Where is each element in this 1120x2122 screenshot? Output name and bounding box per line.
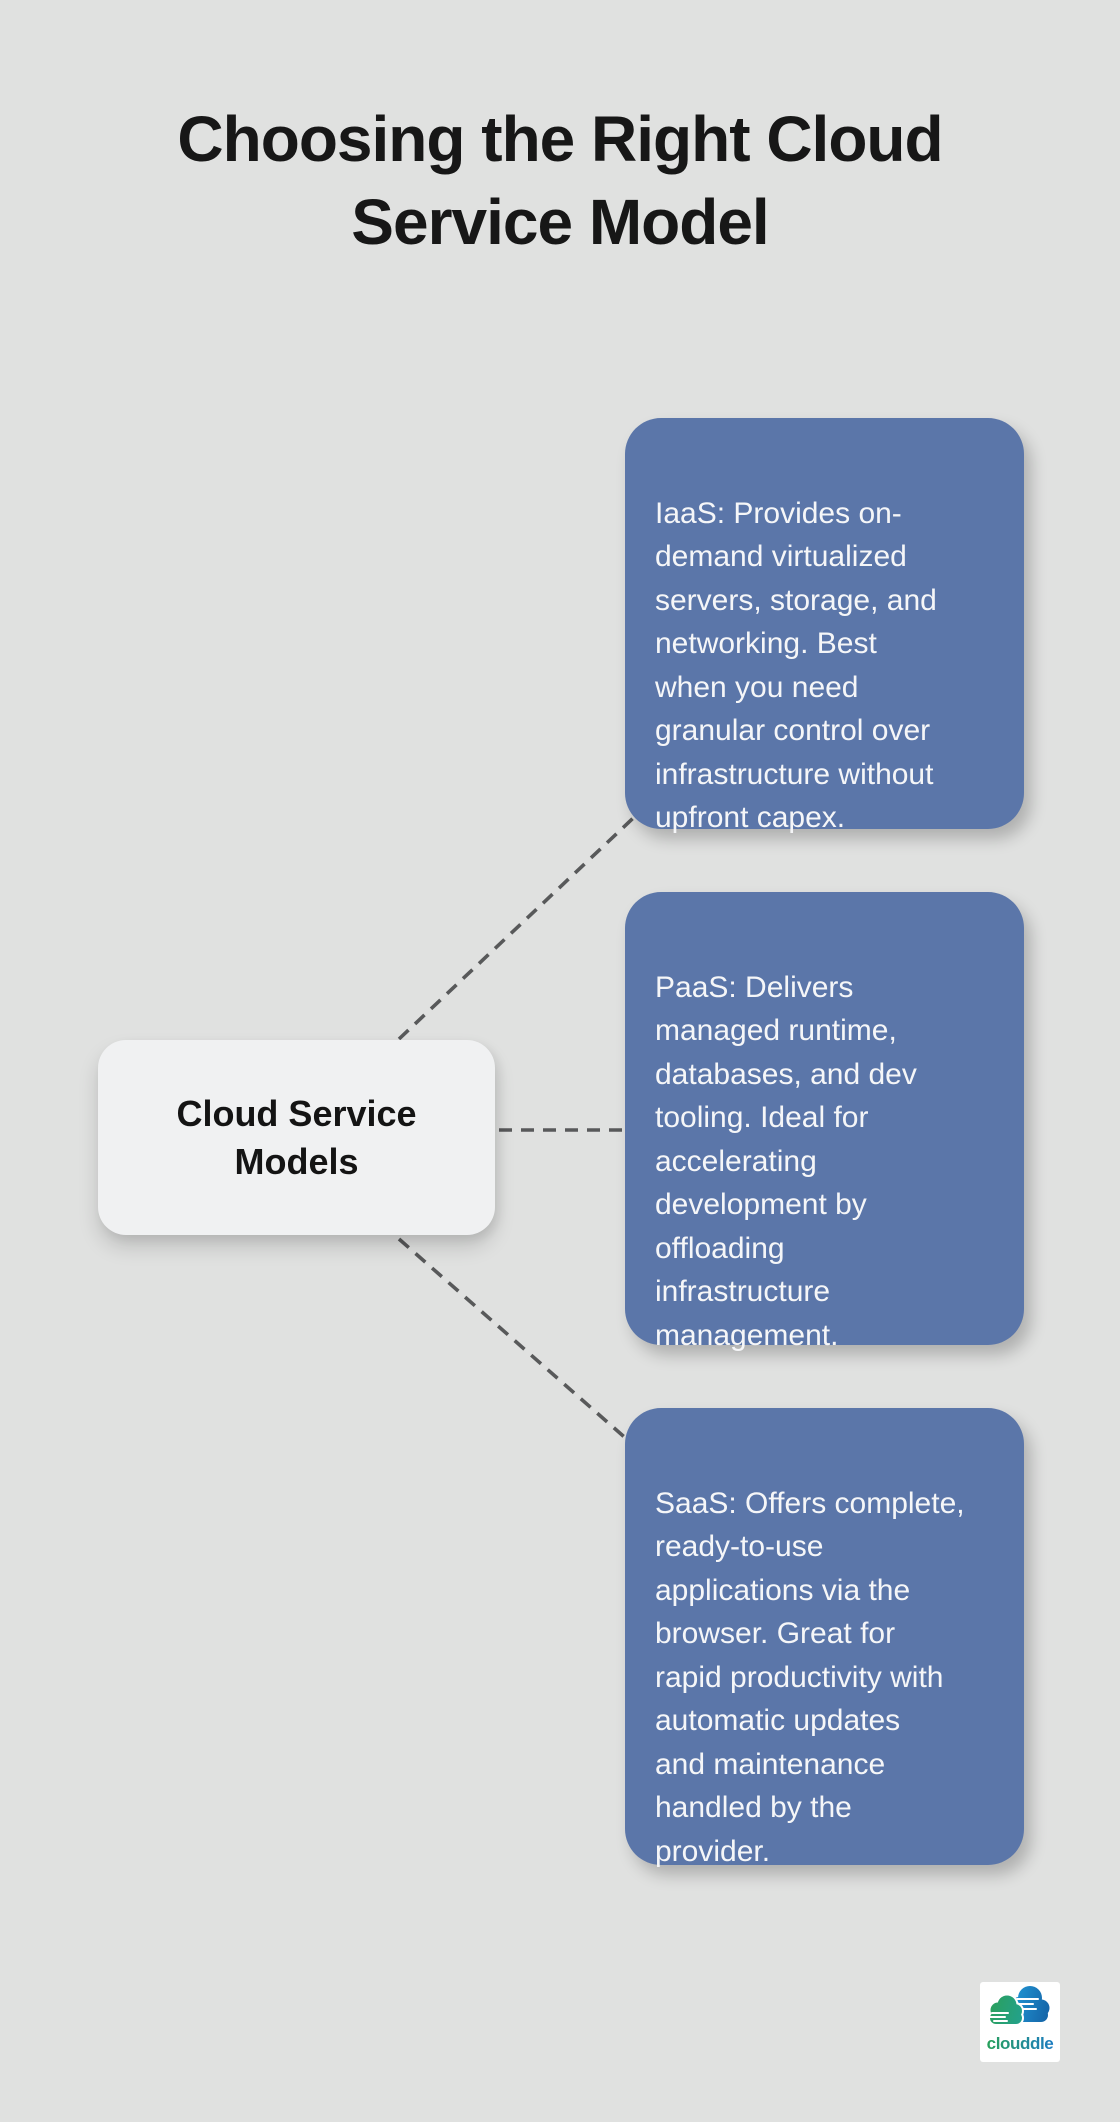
branch-card-iaas-text: IaaS: Provides on- demand virtualized se… bbox=[655, 496, 937, 835]
branch-card-paas-text: PaaS: Delivers managed runtime, database… bbox=[655, 970, 917, 1352]
brand-logo-text: clouddle bbox=[987, 2034, 1054, 2053]
branch-card-iaas: IaaS: Provides on- demand virtualized se… bbox=[625, 418, 1024, 834]
connector-saas bbox=[397, 1237, 640, 1451]
branch-card-saas: SaaS: Offers complete, ready-to-use appl… bbox=[625, 1408, 1024, 1868]
connector-iaas bbox=[397, 804, 648, 1041]
branch-card-paas: PaaS: Delivers managed runtime, database… bbox=[625, 892, 1024, 1352]
green-cloud-streaks bbox=[989, 2012, 1009, 2022]
branch-card-saas-text: SaaS: Offers complete, ready-to-use appl… bbox=[655, 1486, 965, 1868]
center-node-label: Cloud Service Models bbox=[176, 1092, 417, 1182]
page-title: Choosing the Right Cloud Service Model bbox=[177, 103, 943, 258]
brand-logo: clouddle bbox=[980, 1982, 1060, 2062]
green-cloud-shape bbox=[990, 1995, 1022, 2024]
center-node: Cloud Service Models bbox=[98, 1040, 495, 1235]
cloud-logo-icon: clouddle bbox=[987, 1986, 1054, 2053]
